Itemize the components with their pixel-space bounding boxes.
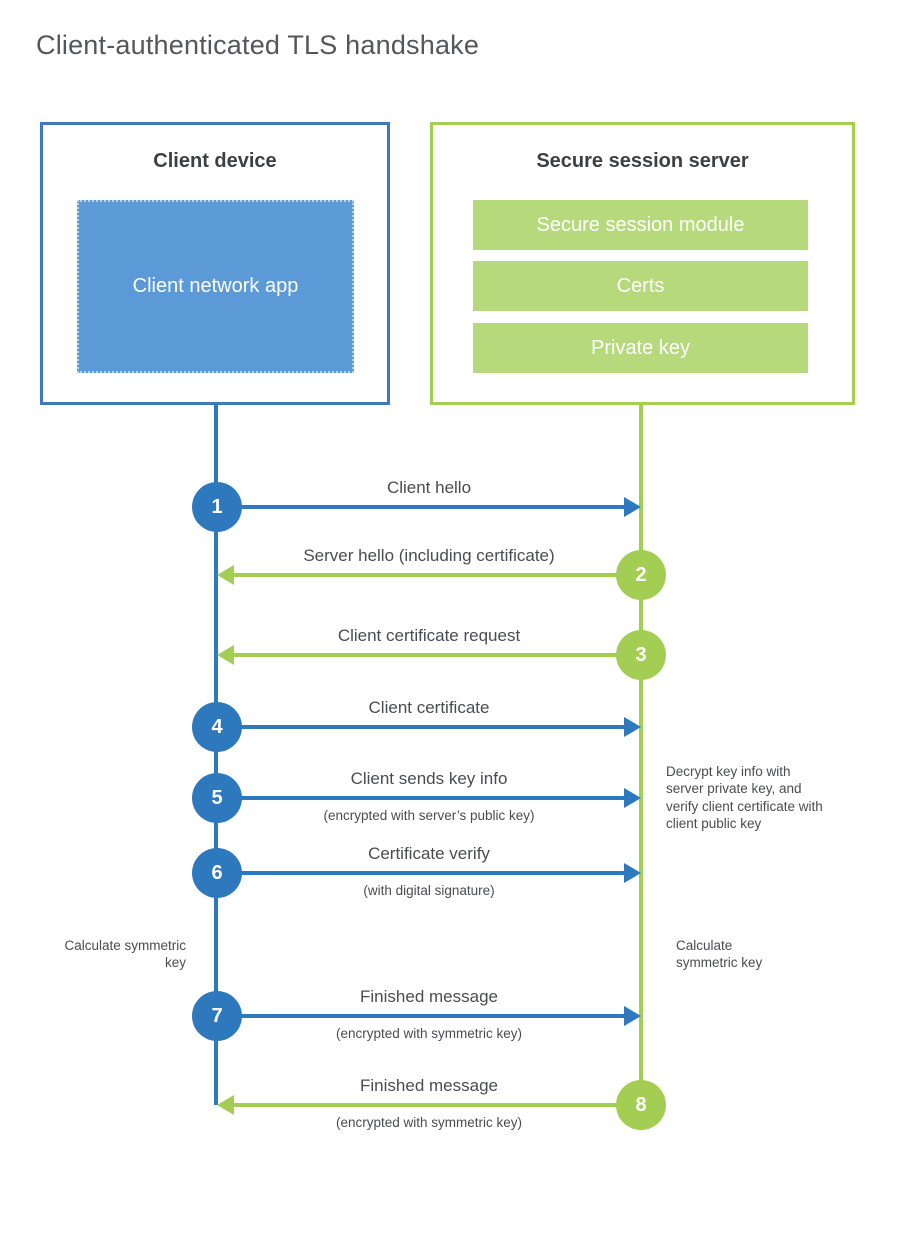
step-badge: 1 bbox=[192, 482, 242, 532]
arrow-line bbox=[234, 1103, 618, 1107]
step-badge: 5 bbox=[192, 773, 242, 823]
arrow-line bbox=[240, 796, 624, 800]
arrow-line bbox=[240, 871, 624, 875]
message-label: Client hello bbox=[386, 478, 472, 497]
step-badge: 2 bbox=[616, 550, 666, 600]
server-calculate-note: Calculate symmetric key bbox=[676, 938, 763, 971]
message-label: Certificate verify bbox=[368, 844, 490, 863]
arrow-line bbox=[240, 1014, 624, 1018]
message-label: Finished message bbox=[360, 1076, 498, 1095]
message-label: Finished message bbox=[360, 987, 498, 1006]
arrow-right-icon bbox=[624, 497, 641, 517]
step-badge: 3 bbox=[616, 630, 666, 680]
arrow-line bbox=[234, 573, 618, 577]
server-module-label: Certs bbox=[616, 274, 665, 297]
message-sublabel: (encrypted with symmetric key) bbox=[335, 1115, 523, 1130]
client-network-app-box: Client network app bbox=[77, 200, 354, 373]
page-title: Client-authenticated TLS handshake bbox=[36, 30, 480, 60]
secure-session-server-title: Secure session server bbox=[536, 150, 749, 172]
step-badge: 8 bbox=[616, 1080, 666, 1130]
arrow-right-icon bbox=[624, 1006, 641, 1026]
message-sublabel: (encrypted with server’s public key) bbox=[323, 808, 535, 823]
client-lifeline bbox=[214, 405, 218, 1105]
arrow-line bbox=[234, 653, 618, 657]
step-badge: 6 bbox=[192, 848, 242, 898]
arrow-right-icon bbox=[624, 788, 641, 808]
message-label: Client sends key info bbox=[350, 769, 508, 788]
message-sublabel: (encrypted with symmetric key) bbox=[335, 1026, 523, 1041]
server-decrypt-note: Decrypt key info with server private key… bbox=[666, 764, 823, 831]
arrow-left-icon bbox=[217, 565, 234, 585]
arrow-right-icon bbox=[624, 717, 641, 737]
step-badge: 7 bbox=[192, 991, 242, 1041]
client-network-app-label: Client network app bbox=[132, 275, 299, 297]
message-label: Client certificate request bbox=[337, 626, 521, 645]
server-module-label: Private key bbox=[591, 336, 690, 359]
step-badge: 4 bbox=[192, 702, 242, 752]
client-device-title: Client device bbox=[153, 150, 277, 172]
arrow-left-icon bbox=[217, 645, 234, 665]
message-label: Client certificate bbox=[368, 698, 490, 717]
server-module-certs: Certs bbox=[473, 261, 808, 311]
client-calculate-note: Calculate symmetric key bbox=[64, 938, 186, 971]
arrow-left-icon bbox=[217, 1095, 234, 1115]
server-lifeline bbox=[639, 405, 643, 1130]
server-module-secure-session: Secure session module bbox=[473, 200, 808, 250]
message-sublabel: (with digital signature) bbox=[363, 883, 495, 898]
client-device-box: Client device Client network app bbox=[40, 122, 390, 405]
arrow-right-icon bbox=[624, 863, 641, 883]
server-module-private-key: Private key bbox=[473, 323, 808, 373]
arrow-line bbox=[240, 725, 624, 729]
message-label: Server hello (including certificate) bbox=[303, 546, 555, 565]
arrow-line bbox=[240, 505, 624, 509]
secure-session-server-box: Secure session server Secure session mod… bbox=[430, 122, 855, 405]
server-module-label: Secure session module bbox=[536, 213, 745, 236]
